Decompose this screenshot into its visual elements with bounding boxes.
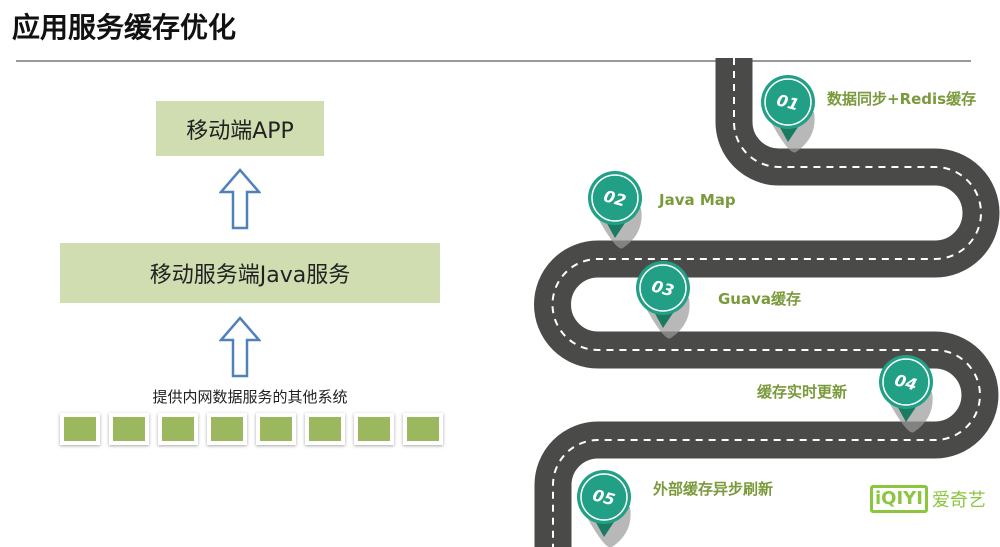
system-block xyxy=(354,413,394,445)
systems-caption: 提供内网数据服务的其他系统 xyxy=(152,388,348,406)
up-arrow-icon xyxy=(219,168,261,230)
milestone-pin: 05 xyxy=(577,470,631,547)
milestone-pin: 02 xyxy=(588,171,642,249)
logo-name: 爱奇艺 xyxy=(931,490,986,511)
milestone-label: Guava缓存 xyxy=(718,290,802,308)
system-block xyxy=(60,413,100,445)
title-divider xyxy=(16,60,971,62)
system-block xyxy=(109,413,149,445)
milestone-label: 数据同步+Redis缓存 xyxy=(827,90,977,108)
system-block xyxy=(158,413,198,445)
java-service-box: 移动服务端Java服务 xyxy=(60,243,440,303)
milestone-label: Java Map xyxy=(659,191,736,209)
system-block xyxy=(207,413,247,445)
up-arrow-icon xyxy=(219,316,261,378)
milestone-label: 外部缓存异步刷新 xyxy=(653,480,774,498)
milestone-pin: 04 xyxy=(879,355,933,433)
milestone-pin: 03 xyxy=(636,261,690,339)
logo-mark: iQIYI xyxy=(870,485,928,513)
page-title: 应用服务缓存优化 xyxy=(12,11,237,44)
system-block xyxy=(256,413,296,445)
system-block xyxy=(305,413,345,445)
milestone-label: 缓存实时更新 xyxy=(757,383,848,401)
iqiyi-logo: iQIYI 爱奇艺 xyxy=(870,485,986,513)
system-block xyxy=(403,413,443,445)
mobile-app-box: 移动端APP xyxy=(156,101,324,156)
milestone-pin: 01 xyxy=(761,75,815,153)
